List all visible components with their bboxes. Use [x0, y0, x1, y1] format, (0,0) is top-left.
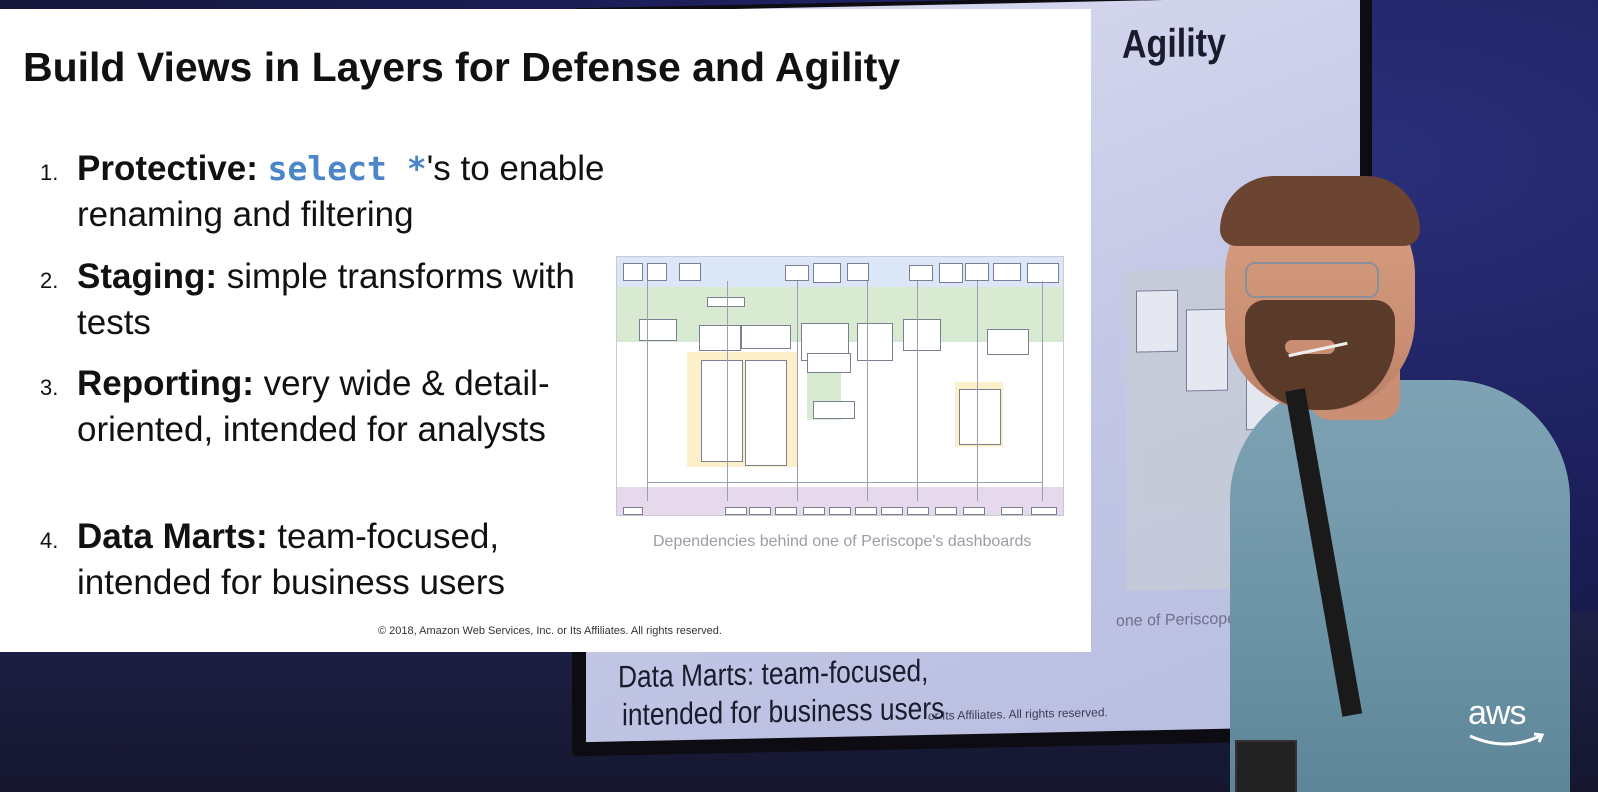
diagram-node — [1001, 507, 1023, 515]
slide-overlay: Build Views in Layers for Defense and Ag… — [0, 9, 1091, 652]
list-item-lead: Reporting: — [77, 364, 254, 403]
diagram-caption: Dependencies behind one of Periscope's d… — [653, 533, 1032, 550]
diagram-node — [993, 263, 1021, 281]
diagram-node — [855, 507, 877, 515]
list-item-text: simple transforms with tests — [77, 257, 575, 342]
list-number: 2. — [40, 268, 59, 293]
diagram-node — [623, 507, 643, 515]
diagram-node — [909, 265, 933, 281]
diagram-node — [803, 507, 825, 515]
presenter-beard — [1245, 300, 1395, 410]
screen-text-line: Data Marts: team-focused, — [618, 652, 929, 695]
aws-logo: aws — [1468, 694, 1548, 754]
diagram-node — [623, 263, 643, 281]
list-number: 4. — [40, 528, 59, 553]
dependency-diagram — [616, 256, 1064, 516]
diagram-node — [1031, 507, 1057, 515]
diagram-node — [813, 401, 855, 419]
presenter-mouth — [1285, 340, 1335, 354]
diagram-node — [959, 389, 1001, 445]
screen-text-line: intended for business users — [622, 690, 945, 733]
presenter — [1190, 176, 1598, 792]
diagram-node — [1027, 263, 1059, 283]
diagram-node — [965, 263, 989, 281]
diagram-node — [679, 263, 701, 281]
diagram-node — [881, 507, 903, 515]
diagram-node — [701, 360, 743, 462]
diagram-node — [907, 507, 929, 515]
aws-smile-icon — [1469, 732, 1545, 746]
screen-copyright: or Its Affiliates. All rights reserved. — [928, 705, 1108, 723]
diagram-node — [939, 263, 963, 283]
diagram-node — [725, 507, 747, 515]
diagram-node — [707, 297, 745, 307]
list-item-text: very wide & detail-oriented, intended fo… — [77, 364, 550, 449]
presenter-glasses — [1245, 262, 1379, 298]
summit-badge — [1235, 740, 1297, 792]
diagram-node — [857, 323, 893, 361]
copyright-notice: © 2018, Amazon Web Services, Inc. or Its… — [378, 625, 722, 637]
diagram-node — [785, 265, 809, 281]
list-item-lead: Data Marts: — [77, 517, 268, 556]
screen-slide-title: Agility — [1122, 20, 1226, 67]
list-item-lead: Staging: — [77, 257, 217, 296]
diagram-node — [745, 360, 787, 466]
diagram-node — [903, 319, 941, 351]
diagram-node — [813, 263, 841, 283]
list-item-text: 's to enable renaming and filtering — [77, 149, 605, 234]
code-snippet: select * — [267, 149, 427, 188]
diagram-node — [775, 507, 797, 515]
list-number: 1. — [40, 160, 59, 185]
diagram-node — [699, 325, 741, 351]
diagram-node — [963, 507, 985, 515]
diagram-node — [829, 507, 851, 515]
diagram-node — [935, 507, 957, 515]
diagram-node — [741, 325, 791, 349]
diagram-node — [647, 263, 667, 281]
list-number: 3. — [40, 375, 59, 400]
diagram-node — [847, 263, 869, 281]
list-item-lead: Protective: — [77, 149, 258, 188]
slide-title: Build Views in Layers for Defense and Ag… — [23, 44, 901, 90]
presenter-shirt — [1230, 380, 1570, 792]
diagram-node — [749, 507, 771, 515]
diagram-node — [987, 329, 1029, 355]
diagram-node — [807, 353, 851, 373]
presenter-hair — [1220, 176, 1420, 246]
aws-logo-text: aws — [1468, 694, 1526, 732]
list-item-text: team-focused, intended for business user… — [77, 517, 506, 602]
diagram-node — [639, 319, 677, 341]
